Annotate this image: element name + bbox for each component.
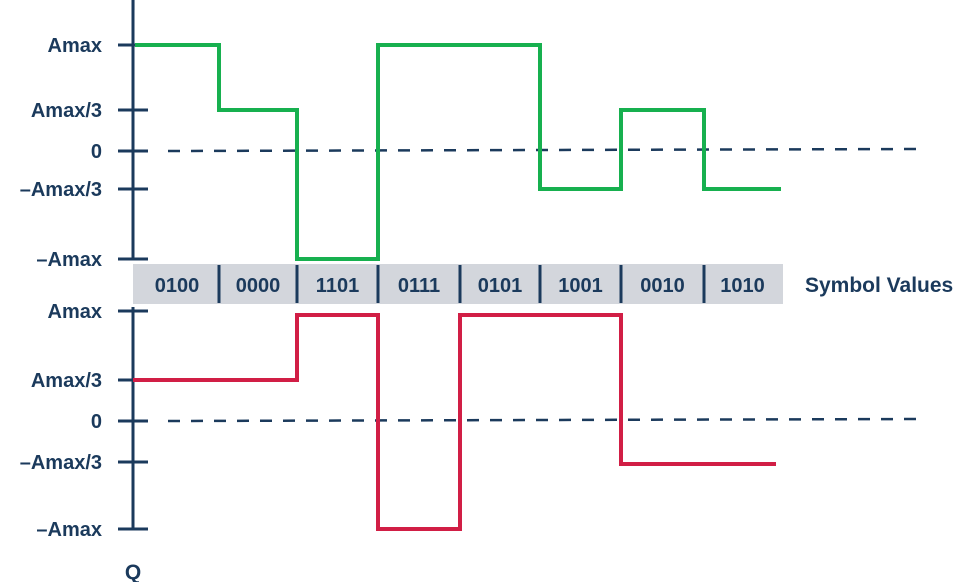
symbol-value-1101: 1101	[316, 275, 359, 297]
q-label-amax: Amax	[48, 301, 102, 323]
symbol-band-background	[133, 264, 783, 304]
symbol-value-0101: 0101	[478, 275, 523, 297]
symbol-value-0000: 0000	[236, 275, 281, 297]
q-label-neg-amax: –Amax	[36, 519, 102, 541]
symbol-value-1001: 1001	[558, 275, 603, 297]
q-axis: Amax Amax/3 0 –Amax/3 –Amax Q	[20, 301, 921, 582]
symbol-values-band: 0100 0000 1101 0111 0101 1001 0010 1010 Symbol …	[133, 264, 953, 304]
i-label-neg-amax: –Amax	[36, 249, 102, 271]
i-zero-dashed-line	[167, 147, 921, 153]
i-label-amax: Amax	[48, 35, 102, 57]
q-label-amax3: Amax/3	[31, 370, 102, 392]
symbol-cells: 0100 0000 1101 0111 0101 1001 0010 1010	[155, 265, 765, 303]
symbol-values-title: Symbol Values	[805, 274, 953, 297]
symbol-value-0010: 0010	[640, 275, 685, 297]
i-label-neg-amax3: –Amax/3	[20, 179, 102, 201]
q-label-neg-amax3: –Amax/3	[20, 452, 102, 474]
q-axis-title: Q	[125, 561, 141, 582]
i-label-amax3: Amax/3	[31, 100, 102, 122]
i-axis-title: I	[130, 0, 136, 15]
i-axis: Amax Amax/3 0 –Amax/3 –Amax	[20, 0, 921, 271]
symbol-value-1010: 1010	[720, 275, 765, 297]
symbol-value-0100: 0100	[155, 275, 200, 297]
i-trace-line	[135, 43, 781, 261]
q-trace-line	[133, 313, 776, 531]
q-zero-dashed-line	[167, 417, 921, 423]
q-label-zero: 0	[91, 411, 102, 433]
i-label-zero: 0	[91, 141, 102, 163]
symbol-value-0111: 0111	[398, 275, 440, 297]
